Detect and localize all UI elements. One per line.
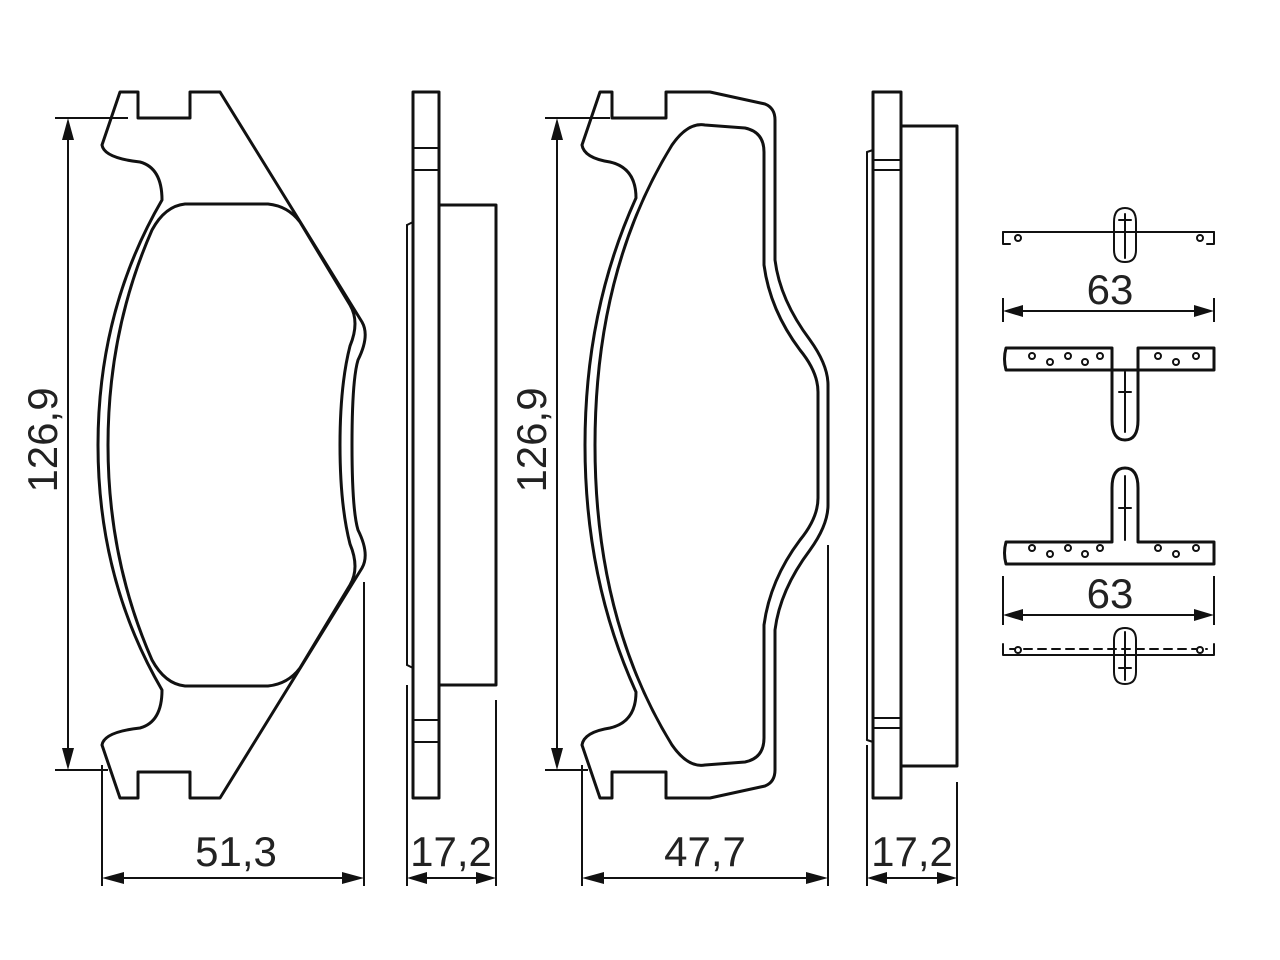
pad2-width-dimension: 47,7 — [581, 545, 829, 886]
pad1-friction-lining — [106, 202, 357, 688]
pad1-side-backing-plate — [411, 90, 441, 800]
pad2-backing-plate — [580, 90, 830, 800]
pad1-width-label: 51,3 — [195, 828, 277, 875]
pad2-height-dimension: 126,9 — [508, 117, 610, 771]
pad2-height-label: 126,9 — [508, 387, 555, 492]
pad2-side-view — [866, 90, 959, 800]
clip-bottom-width-label: 63 — [1087, 570, 1134, 617]
pad1-backing-plate — [96, 90, 367, 800]
pad2-thickness-label: 17,2 — [871, 828, 953, 875]
pad1-thickness-label: 17,2 — [410, 828, 492, 875]
pad2-side-friction-block — [899, 124, 959, 768]
clip-bottom-front-view — [1003, 466, 1216, 566]
pad2-thickness-dimension: 17,2 — [866, 745, 958, 886]
pad1-height-dimension: 126,9 — [19, 117, 128, 771]
pad1-width-dimension: 51,3 — [101, 582, 365, 886]
pad1-side-view — [406, 90, 498, 800]
pad1-front-view — [96, 90, 367, 800]
pad2-front-view — [580, 90, 830, 800]
pad2-side-backing-plate — [871, 90, 903, 800]
pad1-side-friction-block — [437, 203, 498, 687]
clip-bottom-width-dimension: 63 — [1002, 570, 1215, 625]
clip-top-front-view — [1003, 346, 1216, 442]
pad1-thickness-dimension: 17,2 — [406, 685, 497, 886]
clip-top-width-dimension: 63 — [1002, 266, 1215, 322]
clip-top-width-label: 63 — [1087, 266, 1134, 313]
clip-bottom-side-view — [1002, 627, 1215, 685]
pad1-height-label: 126,9 — [19, 387, 66, 492]
pad2-friction-lining — [593, 123, 820, 767]
pad2-width-label: 47,7 — [664, 828, 746, 875]
clip-top-side-view — [1002, 207, 1215, 263]
